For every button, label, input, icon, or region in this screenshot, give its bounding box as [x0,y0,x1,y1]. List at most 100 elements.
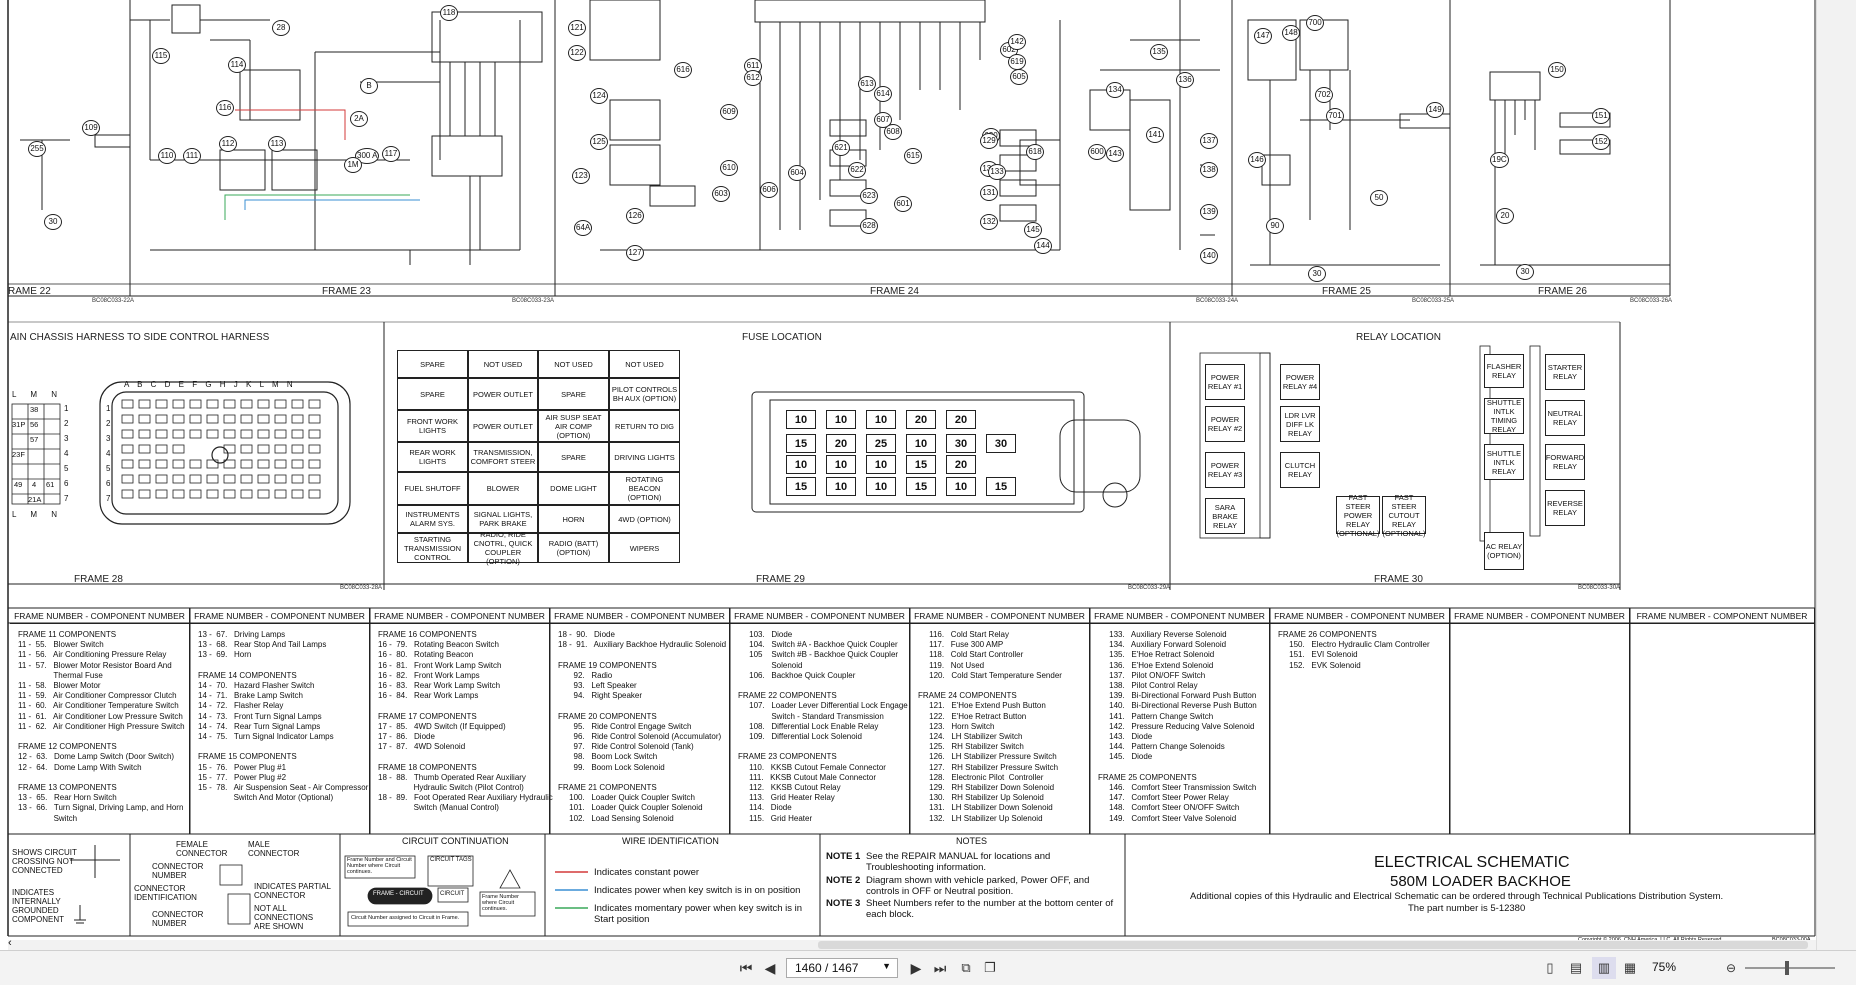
first-page-icon[interactable]: ⏮ [739,959,753,976]
frame-28-label: FRAME 28 [74,574,123,585]
component-column-body: 133. Auxiliary Reverse Solenoid 134. Aux… [1098,630,1257,823]
zoom-slider-handle[interactable] [1785,961,1789,975]
component-number-label: 142 [1008,34,1026,50]
zoom-out-icon[interactable]: ⊖ [1725,961,1737,975]
vertical-scrollbar[interactable] [1816,0,1856,950]
fuse-table-cell: POWER OUTLET [468,378,538,410]
component-number-label: 702 [1315,87,1333,103]
component-number-label: B [360,78,378,94]
zoom-slider[interactable] [1745,967,1835,969]
component-number-label: 64A [574,220,593,236]
note-2-label: NOTE 2 [826,875,861,886]
document-viewport[interactable]: RAME 22 FRAME 23 FRAME 24 FRAME 25 FRAME… [0,0,1816,950]
fit-page-icon[interactable]: ⧉ [961,960,971,975]
harness-row-number: 6 [106,479,111,488]
fit-width-icon[interactable]: ❐ [984,960,996,975]
component-column-body: 13 - 67. Driving Lamps 13 - 68. Rear Sto… [198,630,369,803]
component-number-label: 127 [626,245,644,261]
relay-box: SHUTTLE INTLK TIMING RELAY [1484,398,1524,434]
component-number-label: 144 [1034,238,1052,254]
continuous-page-icon[interactable]: ▤ [1569,960,1583,975]
two-page-continuous-icon[interactable]: ▦ [1623,960,1637,975]
horizontal-scroll-thumb[interactable] [818,941,1808,949]
note-1-text: See the REPAIR MANUAL for locations and … [866,851,1051,873]
component-number-label: 117 [382,146,400,162]
component-number-label: 612 [744,70,762,86]
relay-box: AC RELAY (OPTION) [1484,532,1524,570]
fuse-value: 15 [906,455,936,474]
male-connector-legend: MALE CONNECTOR [248,840,300,858]
fuse-table-cell: ROTATING BEACON (OPTION) [609,472,680,505]
frame-number-note: Frame Number where Circuit continues. [482,894,519,912]
single-page-icon[interactable]: ▯ [1546,960,1554,975]
component-number-label: 20 [1496,208,1514,224]
frame-22-label: RAME 22 [8,286,51,297]
fuse-table-cell: HORN [538,505,609,533]
component-column-body: FRAME 16 COMPONENTS 16 - 79. Rotating Be… [378,630,553,813]
harness-row-number: 2 [64,419,69,428]
component-number-label: 607 [874,112,892,128]
circuit-note: Frame Number and Circuit Number where Ci… [347,857,412,875]
fuse-table-cell: BLOWER [468,472,538,505]
component-number-label: 140 [1200,248,1218,264]
scroll-left-icon[interactable]: ‹ [8,937,12,949]
next-page-icon[interactable]: ▶ [910,959,922,976]
fuse-table-cell: NOT USED [609,350,680,378]
frame-24-label: FRAME 24 [870,286,919,297]
not-all-connections-legend: NOT ALL CONNECTIONS ARE SHOWN [254,904,314,931]
frame-code: BC08C033-22A [92,298,135,304]
frame-code: BC08C033-23A [512,298,555,304]
component-column-header: FRAME NUMBER - COMPONENT NUMBER [1630,608,1814,624]
model-title: 580M LOADER BACKHOE [1390,873,1571,890]
component-number-label: 30 [1308,266,1326,282]
component-number-label: 614 [874,86,892,102]
component-column-header: FRAME NUMBER - COMPONENT NUMBER [10,608,189,624]
component-number-label: 132 [980,214,998,230]
fuse-table-cell: FUEL SHUTOFF [397,472,468,505]
component-number-label: 114 [228,57,246,73]
component-number-label: 118 [440,5,458,21]
page-total: / 1467 [825,961,859,975]
harness-row-number: 7 [106,494,111,503]
fuse-table-cell: NOT USED [468,350,538,378]
fuse-value: 10 [826,477,856,496]
harness-row-number: 4 [106,449,111,458]
frame-26-label: FRAME 26 [1538,286,1587,297]
component-number-label: 133 [988,164,1006,180]
component-column-body: FRAME 26 COMPONENTS 150. Electro Hydraul… [1278,630,1430,670]
fuse-table-cell: RETURN TO DIG [609,410,680,442]
component-number-label: 603 [712,186,730,202]
prev-page-icon[interactable]: ◀ [764,959,776,976]
component-number-label: 141 [1146,127,1164,143]
component-column-header: FRAME NUMBER - COMPONENT NUMBER [1090,608,1269,624]
component-number-label: 148 [1282,25,1300,41]
component-column: FRAME NUMBER - COMPONENT NUMBER [1630,608,1815,834]
last-page-icon[interactable]: ⏭ [933,959,947,976]
harness-cell: 31P [12,420,26,429]
fuse-table-cell: RADIO, RIDE CNOTRL, QUICK COUPLER (OPTIO… [468,530,538,566]
fuse-value: 15 [906,477,936,496]
note-3-label: NOTE 3 [826,898,861,909]
horizontal-scrollbar[interactable] [8,940,1816,950]
component-number-label: 609 [720,104,738,120]
relay-box: FORWARD RELAY [1545,444,1585,480]
fuse-value: 20 [906,410,936,429]
component-column-body [1630,624,1814,636]
fuse-value: 30 [986,434,1016,453]
component-number-label: 145 [1024,222,1042,238]
two-page-icon[interactable]: ▥ [1592,957,1616,979]
grid-letters: L M N [12,510,64,519]
zoom-level[interactable]: 75% [1652,960,1677,974]
page-number-input[interactable]: 1460 / 1467 ▼ [786,958,898,978]
note-3-text: Sheet Numbers refer to the number at the… [866,898,1114,920]
harness-row-number: 5 [64,464,69,473]
chevron-down-icon[interactable]: ▼ [882,961,891,971]
note-2-text: Diagram shown with vehicle parked, Power… [866,875,1090,897]
component-column-body: 18 - 90. Diode 18 - 91. Auxiliary Backho… [558,630,727,823]
component-number-label: 151 [1592,108,1610,124]
component-number-label: 19C [1490,152,1509,168]
connector-number-legend: CONNECTOR NUMBER [152,862,204,880]
harness-row-number: 3 [64,434,69,443]
